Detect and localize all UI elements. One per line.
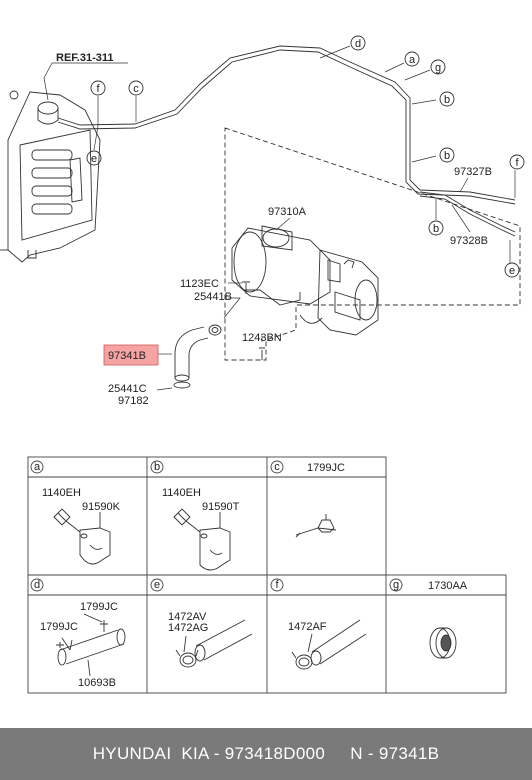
callout-e-1: e (91, 153, 97, 165)
callout-f-1: f (96, 83, 100, 95)
dashed-outline (224, 127, 521, 361)
callout-f-2: f (515, 157, 519, 169)
footer-part-number: HYUNDAI KIA - 973418D000 N - 97341B (92, 744, 440, 763)
fuel-tank-drawing (0, 90, 101, 263)
cell-d-label-2: 1799JC (40, 621, 78, 633)
label-97327b: 97327B (454, 166, 492, 178)
label-1243bn: 1243BN (242, 332, 282, 344)
bracket-91590t-drawing (173, 508, 231, 571)
label-97328b: 97328B (450, 235, 488, 247)
tube-10693b-drawing (56, 613, 126, 677)
callout-b-2: b (444, 150, 450, 162)
label-97310a: 97310A (268, 206, 307, 218)
parts-diagram: REF.31-311 97310A 1123EC 25441B 1243BN 9… (0, 35, 525, 694)
hose-1472av-drawing (175, 619, 253, 668)
bolt-1243bn-drawing (259, 347, 265, 360)
label-97341b: 97341B (108, 350, 146, 362)
cell-g-header: 1730AA (428, 580, 468, 592)
cell-d-label-1: 1799JC (80, 601, 118, 613)
cell-a-label-1: 1140EH (42, 487, 81, 499)
cell-a-letter: a (34, 461, 41, 473)
callout-d: d (355, 38, 361, 50)
label-1123ec: 1123EC (180, 278, 219, 290)
hose-97341b-drawing (173, 324, 222, 389)
highlight-box (103, 344, 159, 366)
callout-b-1: b (444, 94, 450, 106)
footer-bar: HYUNDAI KIA - 973418D000 N - 97341B (0, 728, 532, 780)
callout-b-3: b (433, 223, 439, 235)
callout-circles (86, 35, 525, 278)
ref-label: REF.31-311 (56, 52, 113, 64)
label-25441c: 25441C (108, 383, 147, 395)
cell-f-letter: f (275, 579, 279, 591)
label-97182: 97182 (118, 395, 149, 407)
cell-e-label-1: 1472AV (168, 611, 207, 623)
clip-1799jc-drawing (295, 514, 337, 538)
cell-g-letter: g (393, 579, 399, 591)
reference-table: a b c d e f g 1799JC 1730AA 1140EH 91590… (27, 456, 507, 694)
cell-f-label-1: 1472AF (288, 621, 327, 633)
cell-c-letter: c (274, 461, 280, 473)
hose-1472af-drawing (291, 619, 367, 670)
callout-g: g (435, 62, 441, 74)
grommet-1730aa-drawing (429, 627, 457, 659)
cell-d-label-3: 10693B (78, 677, 116, 689)
leader-lines (43, 45, 516, 391)
callout-a: a (409, 54, 416, 66)
cell-b-label-2: 91590T (202, 501, 240, 513)
fuel-heater-drawing (231, 225, 379, 336)
label-25441b: 25441B (194, 291, 232, 303)
cell-b-letter: b (154, 461, 160, 473)
cell-c-header: 1799JC (307, 462, 345, 474)
bracket-91590k-drawing (53, 508, 111, 565)
fuel-line (57, 45, 516, 237)
bolt-1123ec-drawing (242, 281, 250, 294)
cell-e-letter: e (154, 579, 160, 591)
callout-e-2: e (509, 265, 515, 277)
callout-c: c (133, 83, 139, 95)
cell-b-label-1: 1140EH (162, 487, 201, 499)
cell-d-letter: d (34, 579, 40, 591)
cell-e-label-2: 1472AG (168, 622, 208, 634)
cell-a-label-2: 91590K (82, 501, 121, 513)
